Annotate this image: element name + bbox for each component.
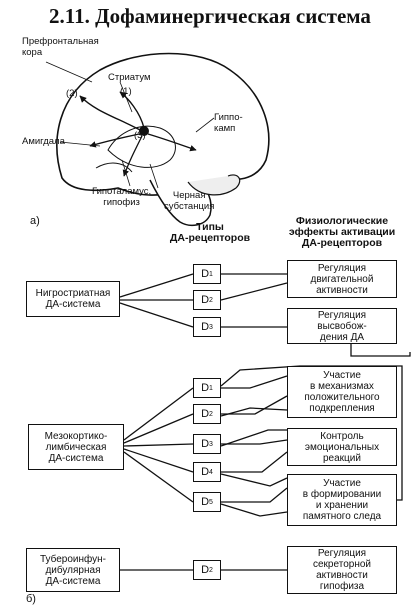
effect-motor-activity: Регуляция двигательной активности (287, 260, 397, 298)
marker-3: (3) (134, 130, 146, 141)
panel-label-b: б) (26, 593, 36, 605)
box-mesocorticolimbic-system: Мезокортико- лимбическая ДА-система (28, 424, 124, 470)
label-hypothalamus: Гипоталамус, гипофиз (92, 186, 152, 208)
label-prefrontal-cortex: Префронтальная кора (22, 36, 99, 58)
effect-positive-reinforcement: Участие в механизмах положительного подк… (287, 366, 397, 418)
label-substantia-nigra: Черная субстанция (164, 190, 215, 212)
brain-outline (56, 52, 270, 196)
effect-memory-trace: Участие в формировании и хранении памятн… (287, 474, 397, 526)
page-title: 2.11. Дофаминергическая система (49, 4, 371, 28)
pathway-1-arrow (119, 91, 145, 129)
cerebellum (187, 174, 241, 196)
effect-dopamine-release: Регуляция высвобож- дения ДА (287, 308, 397, 344)
label-hippocampus: Гиппо- камп (214, 112, 243, 134)
brainstem (149, 179, 212, 227)
box-tuberoinfundibular-system: Тубероинфун- дибулярная ДА-система (26, 548, 120, 592)
box-nigrostriatal-system: Нигростриатная ДА-система (26, 281, 120, 317)
marker-2: (2) (66, 88, 78, 99)
header-receptor-types: Типы ДА-рецепторов (169, 221, 251, 244)
marker-1: (1) (120, 86, 132, 97)
label-amygdala: Амигдала (22, 136, 65, 147)
header-physiological-effects: Физиологические эффекты активации ДА-рец… (288, 215, 396, 249)
panel-label-a: а) (30, 215, 40, 227)
effect-secretory-activity: Регуляция секреторной активности гипофиз… (287, 546, 397, 594)
label-striatum: Стриатум (108, 72, 151, 83)
effect-emotional-control: Контроль эмоциональных реакций (287, 428, 397, 466)
pathway-2-arrow (79, 95, 141, 131)
